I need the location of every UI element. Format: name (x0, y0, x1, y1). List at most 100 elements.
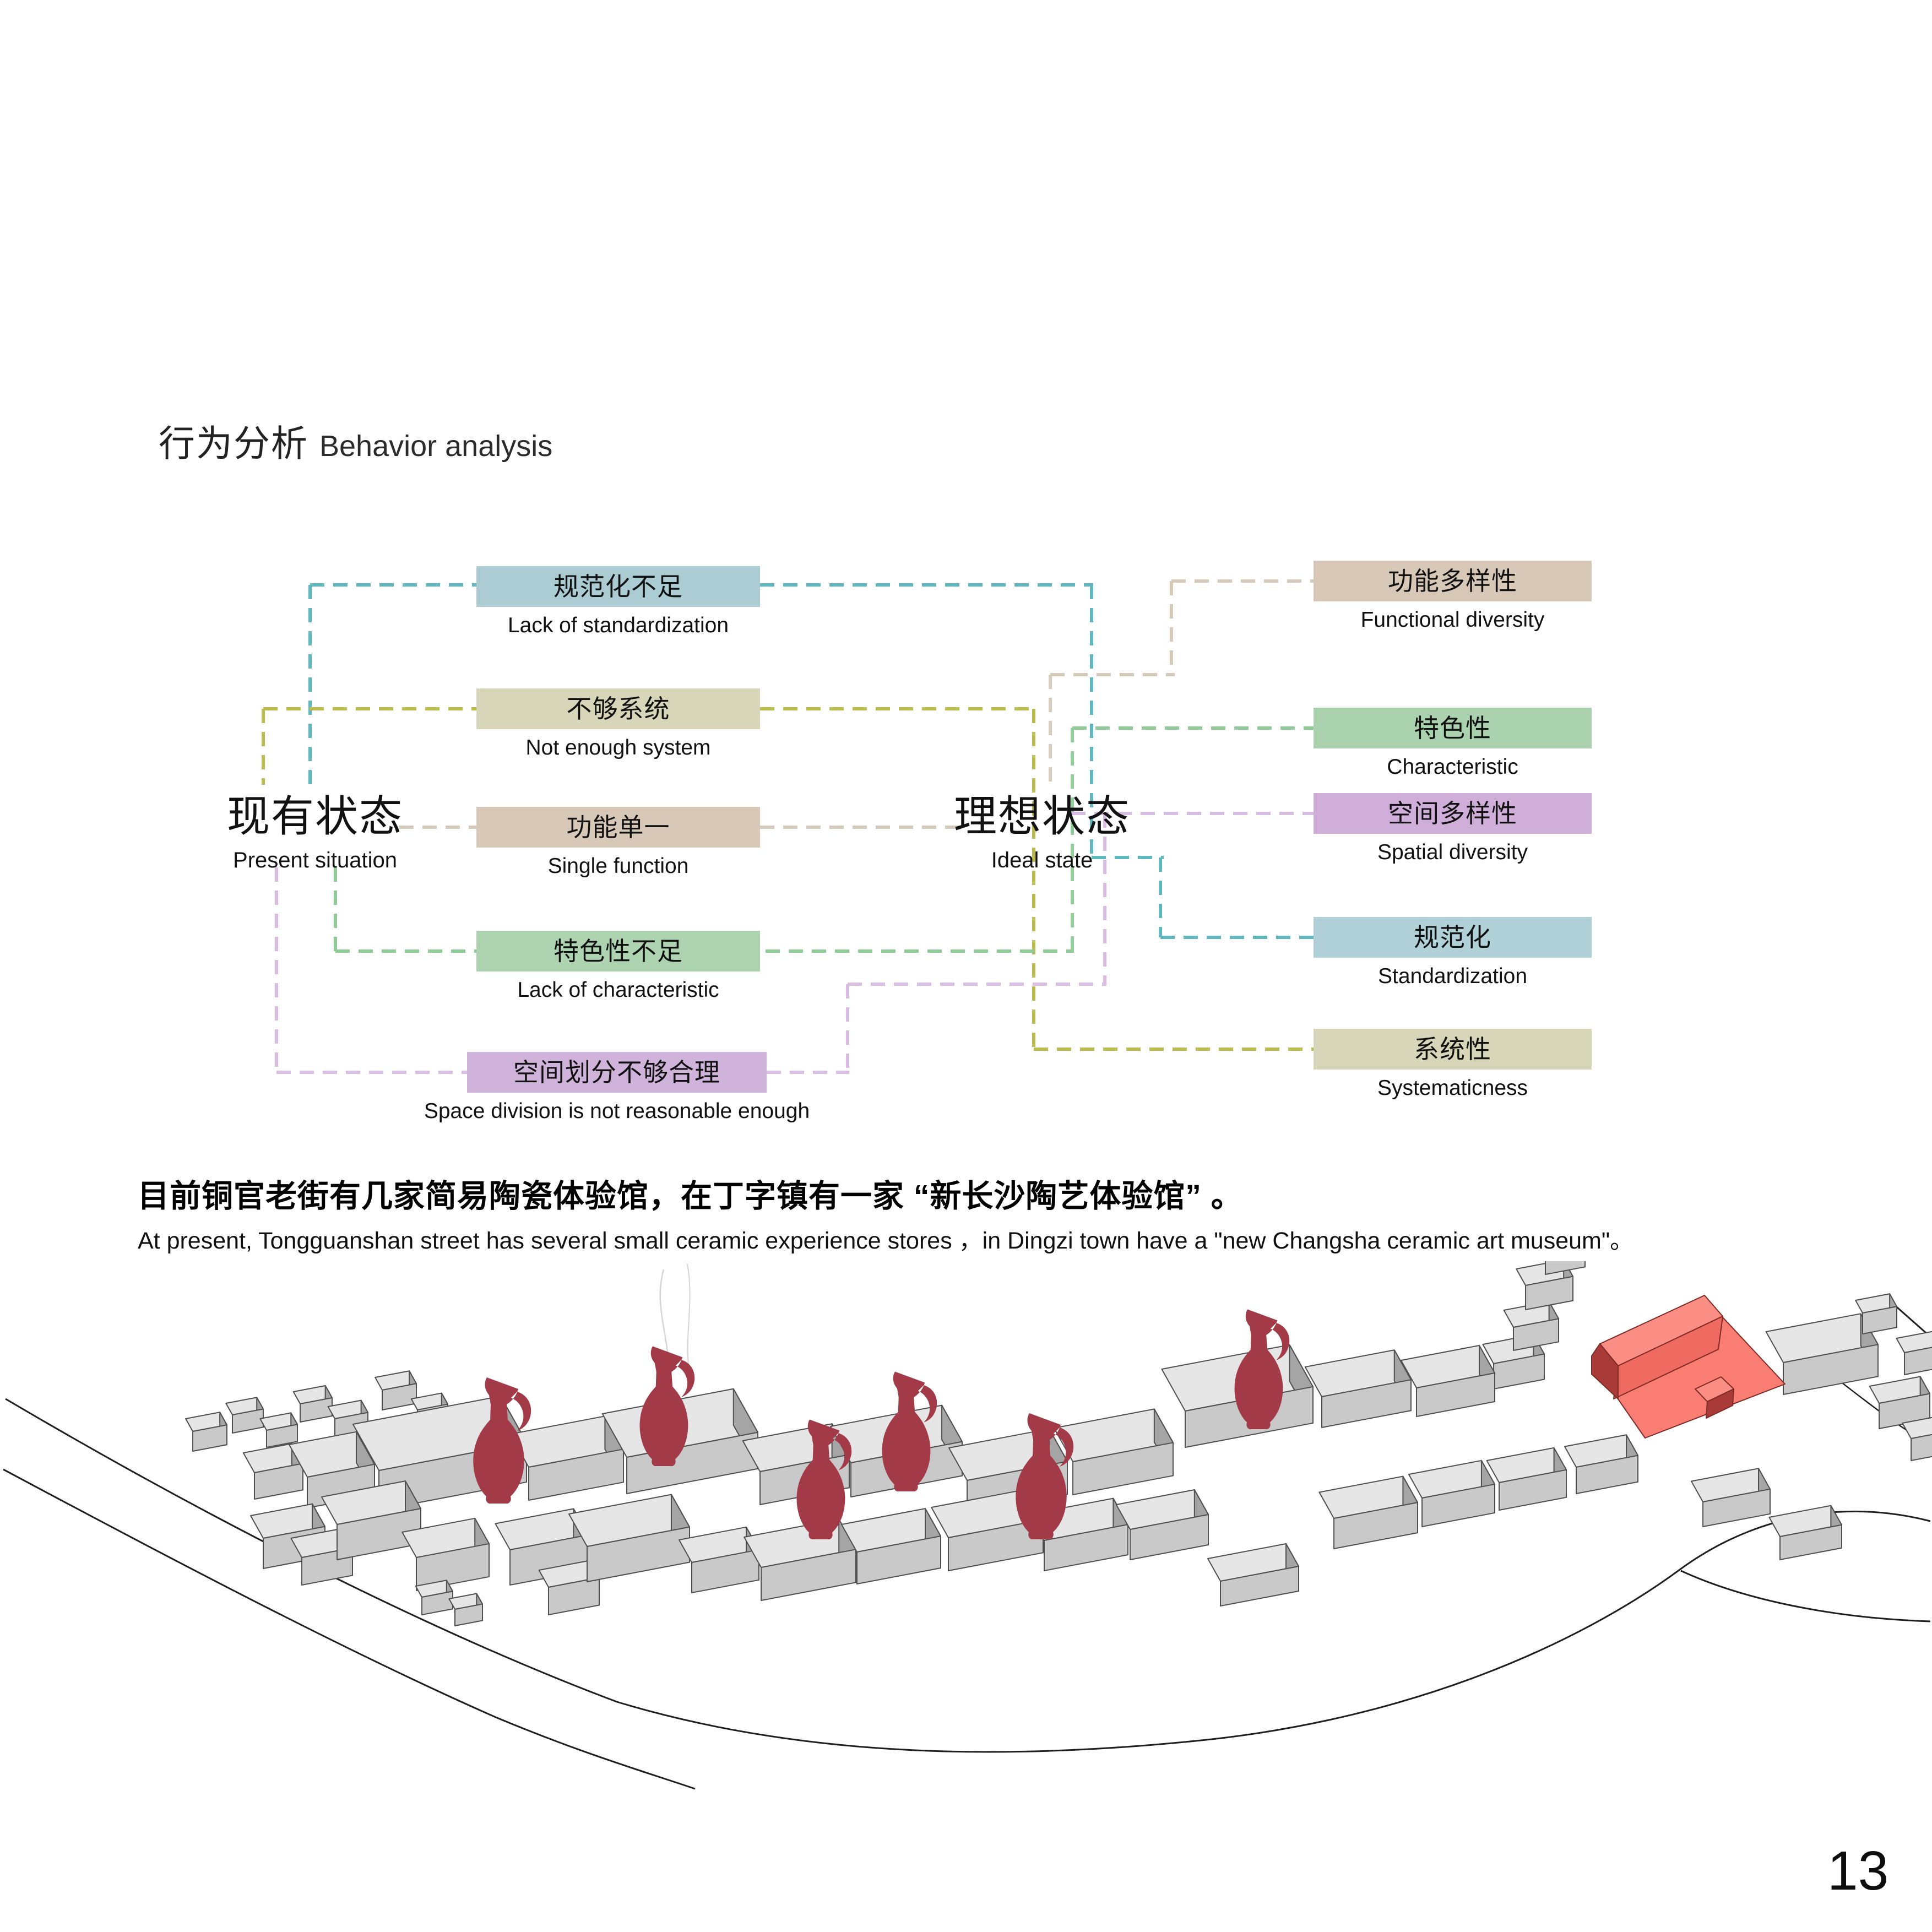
factor-box: 不够系统 (476, 688, 760, 729)
factor-label-en: Characteristic (1387, 755, 1518, 779)
connector-segment (335, 949, 476, 953)
factor-label-en: Not enough system (525, 736, 711, 759)
connector-segment (760, 583, 1093, 587)
present-situation-en: Present situation (233, 848, 397, 872)
building-block (1691, 1468, 1771, 1527)
road-line (5, 1398, 1931, 1753)
ceramic-jug-icon (882, 1371, 937, 1491)
connector-segment (767, 1071, 849, 1074)
street-axonometric-illustration (3, 1261, 1932, 1790)
building-block (509, 1415, 624, 1501)
factor-characteristic: 特色性 Characteristic (1314, 708, 1592, 779)
building-block (1503, 1301, 1559, 1351)
present-situation-cjk: 现有状态 (226, 792, 403, 840)
connector-segment (263, 707, 476, 710)
connector-segment (766, 949, 1074, 953)
highlighted-museum-building (1591, 1343, 1619, 1399)
connector-segment (1171, 579, 1314, 583)
building-block (841, 1508, 941, 1584)
factor-label-en: Spatial diversity (1377, 840, 1528, 864)
building-block (1318, 1475, 1418, 1549)
building-block (242, 1443, 303, 1500)
connector-segment (1092, 856, 1164, 859)
smoke-line (687, 1263, 692, 1380)
building-block (744, 1518, 856, 1601)
factor-label-en: Functional diversity (1360, 608, 1545, 632)
factor-box: 功能单一 (476, 807, 760, 848)
factor-label-en: Standardization (1377, 964, 1528, 988)
factor-label-en: Lack of standardization (507, 614, 729, 637)
connector-segment (846, 984, 849, 1072)
building-block (448, 1593, 483, 1626)
connector-segment (399, 826, 476, 829)
building-block (1401, 1345, 1495, 1417)
page-title-cjk: 行为分析 (159, 423, 308, 464)
connector-segment (334, 867, 337, 951)
building-block (495, 1508, 589, 1586)
building-block (225, 1397, 264, 1434)
factor-box: 系统性 (1314, 1029, 1592, 1070)
building-block (1408, 1459, 1495, 1527)
factor-lack-of-characteristic: 特色性不足 Lack of characteristic (476, 931, 760, 1002)
page-title: 行为分析 Behavior analysis (159, 414, 552, 467)
building-block (1053, 1408, 1174, 1495)
building-block (185, 1412, 227, 1452)
factor-lack-of-standardization: 规范化不足 Lack of standardization (476, 566, 760, 637)
building-block (1896, 1331, 1932, 1375)
building-block (1768, 1505, 1842, 1560)
factor-label-en: Lack of characteristic (517, 978, 719, 1002)
factor-box: 规范化 (1314, 917, 1592, 958)
building-block (1115, 1489, 1209, 1560)
ceramic-jug-icon (473, 1377, 531, 1504)
present-situation-label: 现有状态 Present situation (172, 782, 458, 873)
connector-segment (1170, 581, 1173, 675)
ceramic-jug-icon (1234, 1309, 1290, 1429)
building-block (1855, 1293, 1897, 1334)
road-line (1680, 1570, 1931, 1622)
building-block (375, 1370, 417, 1410)
building-block (401, 1517, 490, 1591)
factor-box: 功能多样性 (1314, 561, 1592, 601)
caption-en: At present, Tongguanshan street has seve… (138, 1228, 1634, 1254)
ideal-state-en: Ideal state (991, 848, 1093, 872)
ceramic-jug-icon (796, 1419, 852, 1539)
ideal-state-cjk: 理想状态 (953, 792, 1130, 840)
ceramic-jug-icon (1016, 1413, 1074, 1539)
building-block (1902, 1417, 1932, 1461)
factor-functional-diversity: 功能多样性 Functional diversity (1314, 561, 1592, 632)
connector-segment (1032, 709, 1035, 1049)
connector-segment (1090, 585, 1093, 858)
factor-space-division: 空间划分不够合理 Space division is not reasonabl… (424, 1052, 810, 1123)
connector-segment (276, 1071, 467, 1074)
caption-cjk: 目前铜官老街有几家简易陶瓷体验馆，在丁字镇有一家 “新长沙陶艺体验馆” 。 (138, 1179, 1243, 1214)
building-block (292, 1385, 333, 1423)
building-block (415, 1580, 453, 1615)
connector-segment (1034, 1048, 1314, 1051)
factor-label-en: Systematicness (1377, 1076, 1528, 1100)
building-block (259, 1412, 298, 1448)
ceramic-jug-icon (639, 1346, 695, 1466)
connector-segment (760, 707, 1037, 710)
factor-spatial-diversity: 空间多样性 Spatial diversity (1314, 793, 1592, 864)
connector-segment (1050, 673, 1175, 676)
connector-segment (1071, 812, 1314, 815)
building-block (321, 1480, 421, 1560)
connector-segment (1071, 728, 1074, 951)
building-block (1516, 1261, 1573, 1310)
connector-segment (310, 583, 476, 587)
factor-box: 空间多样性 (1314, 793, 1592, 834)
factor-single-function: 功能单一 Single function (476, 807, 760, 878)
road-line (3, 1468, 696, 1790)
factor-systematicness: 系统性 Systematicness (1314, 1029, 1592, 1100)
connector-segment (1160, 936, 1314, 939)
connector-segment (848, 983, 1106, 986)
building-block (1564, 1434, 1638, 1494)
building-block (1486, 1447, 1567, 1511)
factor-box: 特色性 (1314, 708, 1592, 748)
factor-label-en: Single function (547, 854, 689, 878)
connector-segment (760, 826, 960, 829)
connector-segment (262, 709, 265, 785)
building-block (1304, 1349, 1412, 1428)
page-number: 13 (1827, 1840, 1889, 1902)
page-title-en: Behavior analysis (319, 430, 553, 463)
